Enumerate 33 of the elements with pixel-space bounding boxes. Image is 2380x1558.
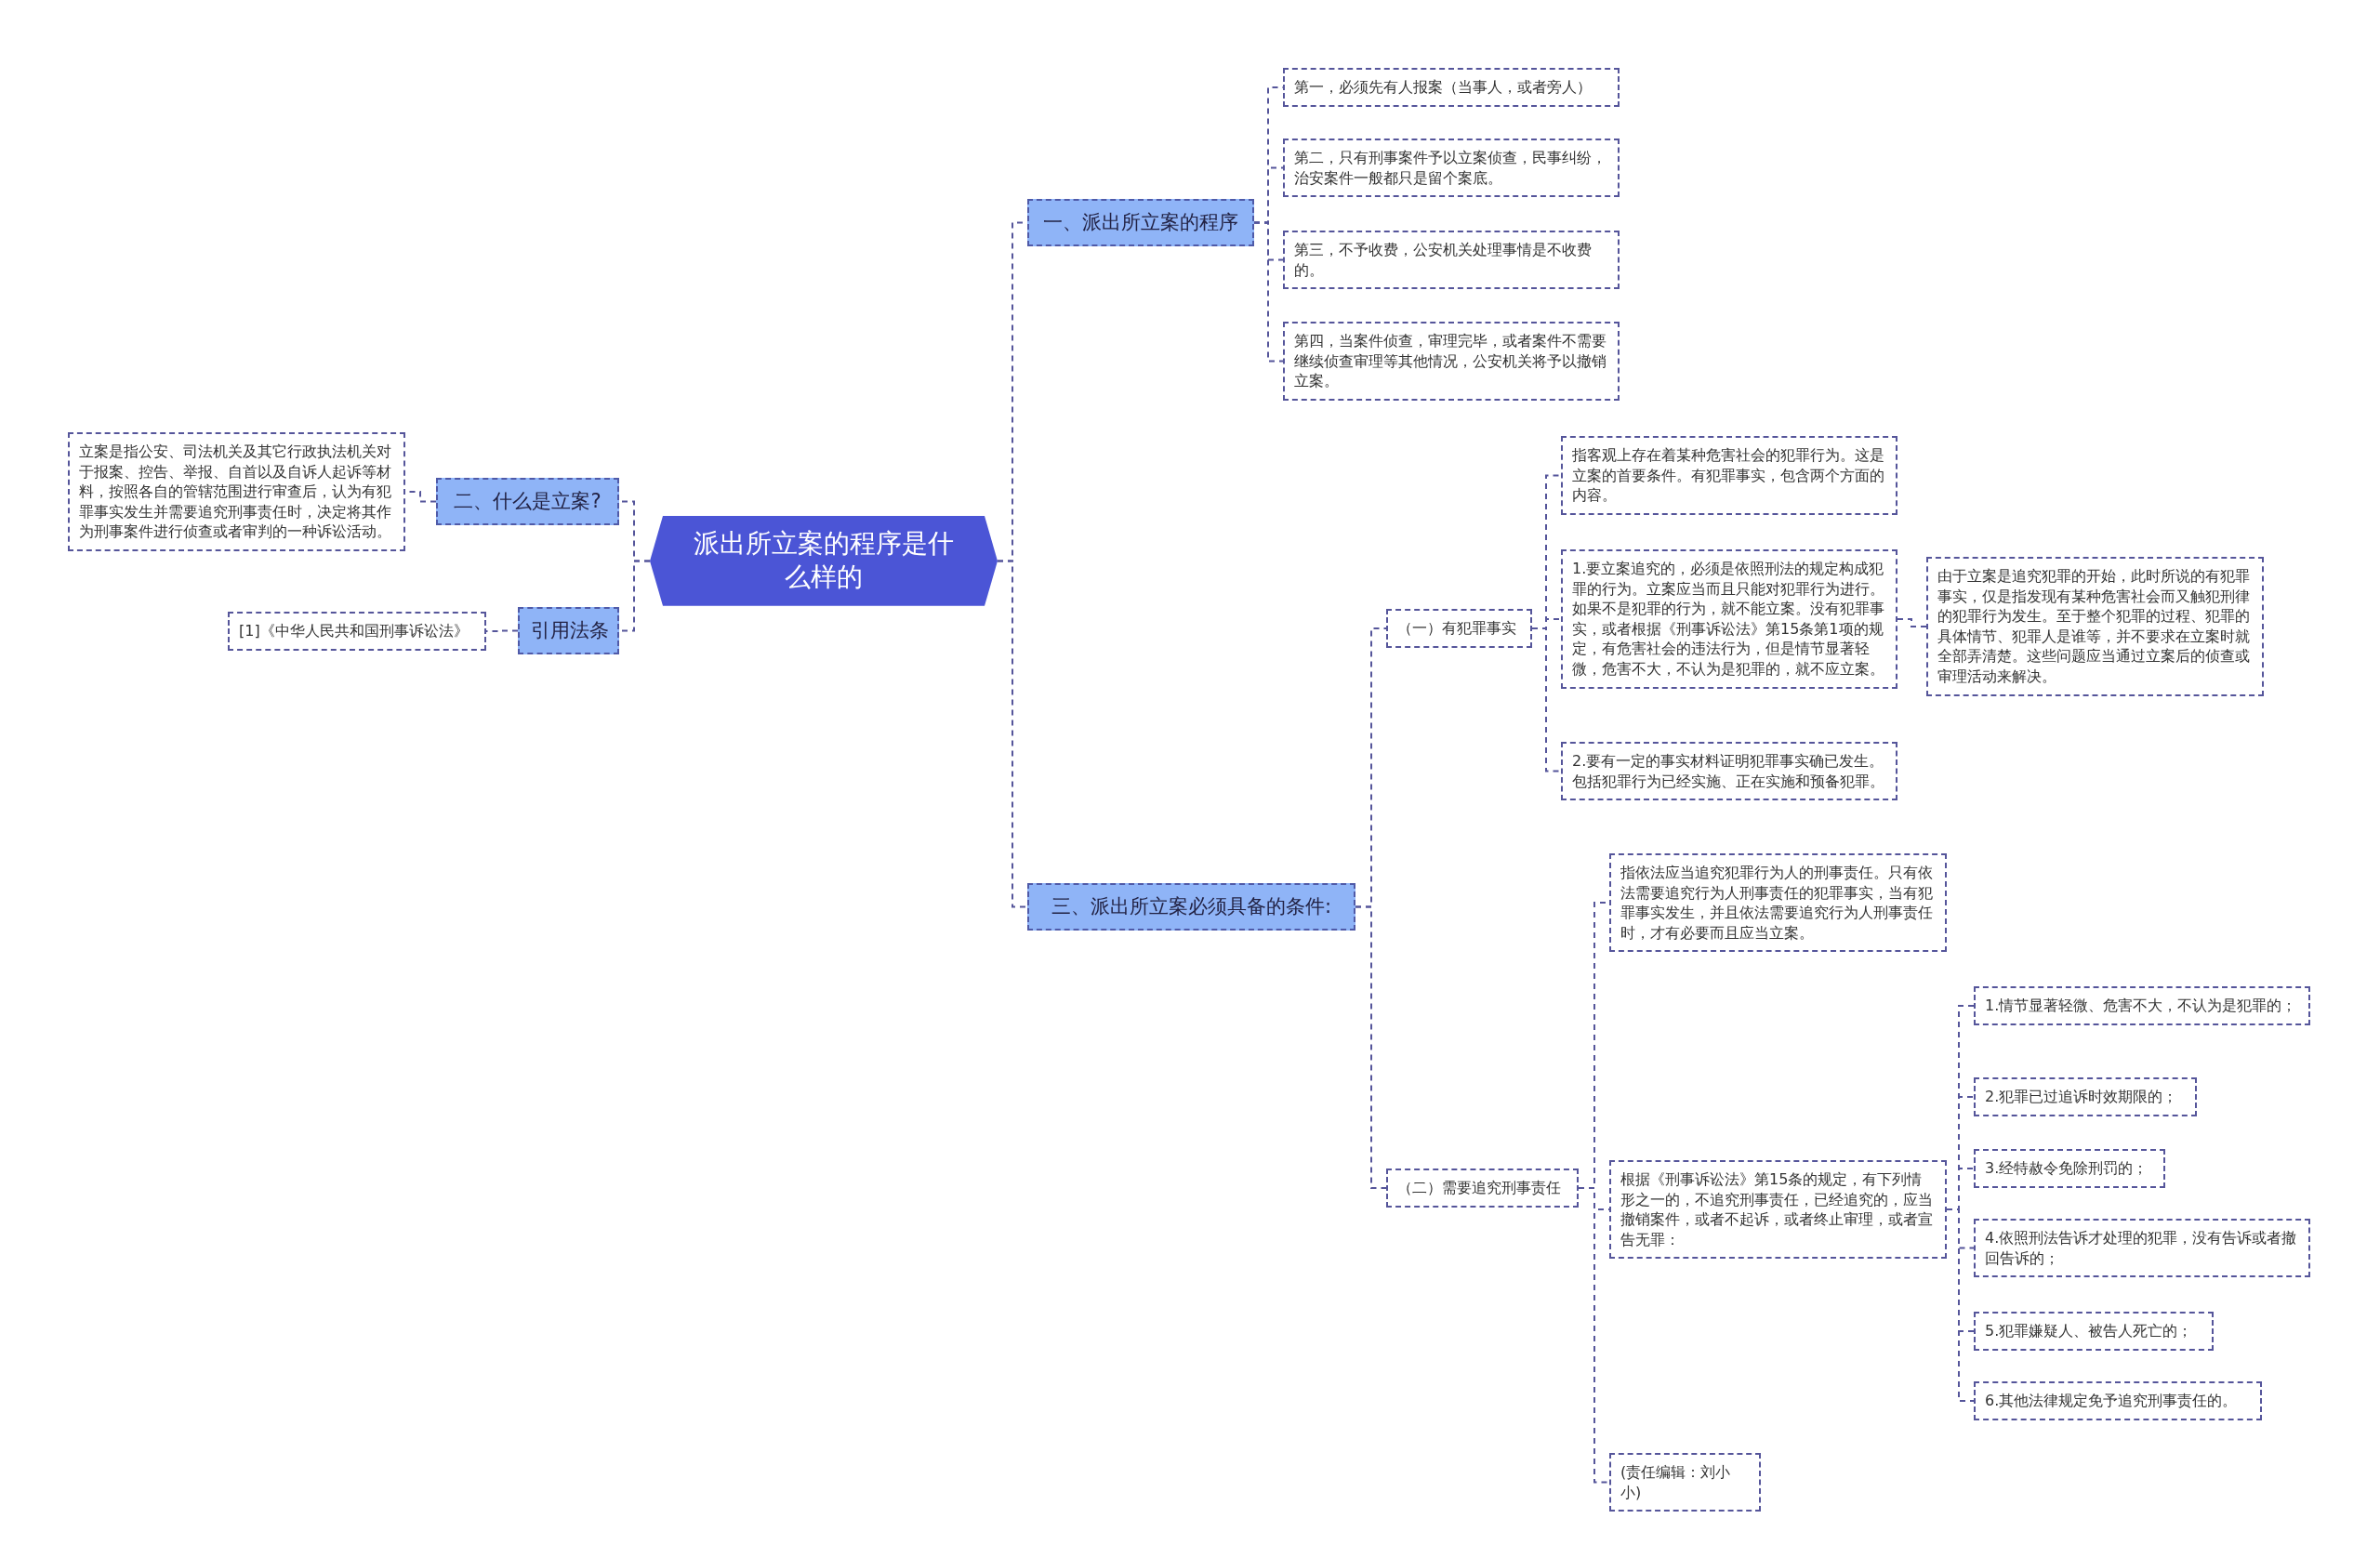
note-box: 第一，必须先有人报案（当事人，或者旁人） bbox=[1283, 68, 1620, 107]
connector-line bbox=[1897, 618, 1927, 627]
note-box: 1.要立案追究的，必须是依照刑法的规定构成犯罪的行为。立案应当而且只能对犯罪行为进行。如果不是犯罪的行为，就不能立案。没有犯罪事实，或者根据《刑事诉讼法》第15条第1项的规定，有危害社会的违法行为，但是情节显著轻微，危害不大，不认为是犯罪的，就不应立案。 bbox=[1561, 549, 1897, 689]
note-box: (责任编辑：刘小小) bbox=[1609, 1453, 1761, 1512]
note-box: 指依法应当追究犯罪行为人的刑事责任。只有依法需要追究行为人刑事责任的犯罪事实，当有犯罪事实发生，并且依法需要追究行为人刑事责任时，才有必要而且应当立案。 bbox=[1609, 853, 1947, 953]
note-box: （一）有犯罪事实 bbox=[1386, 609, 1532, 648]
note-box: 指客观上存在着某种危害社会的犯罪行为。这是立案的首要条件。有犯罪事实，包含两个方面的内容。 bbox=[1561, 436, 1897, 515]
central-topic: 派出所立案的程序是什么样的 bbox=[650, 516, 998, 606]
note-box: 4.依照刑法告诉才处理的犯罪，没有告诉或者撤回告诉的； bbox=[1974, 1219, 2310, 1278]
topic-box: 一、派出所立案的程序 bbox=[1027, 199, 1254, 247]
connector-line bbox=[1355, 905, 1387, 1189]
note-box: 第二，只有刑事案件予以立案侦查，民事纠纷，治安案件一般都只是留个案底。 bbox=[1283, 139, 1620, 198]
connector-line bbox=[1578, 1187, 1610, 1484]
connector-line bbox=[997, 560, 1028, 908]
note-box: [1]《中华人民共和国刑事诉讼法》 bbox=[228, 612, 486, 651]
note-box: 立案是指公安、司法机关及其它行政执法机关对于报案、控告、举报、自首以及自诉人起诉等材料，按照各自的管辖范围进行审查后，认为有犯罪事实发生并需要追究刑事责任时，决定将其作为刑事案件进行侦查或者审判的一种诉讼活动。 bbox=[68, 432, 405, 551]
topic-box: 三、派出所立案必须具备的条件: bbox=[1027, 883, 1355, 931]
note-box: 2.要有一定的事实材料证明犯罪事实确已发生。包括犯罪行为已经实施、正在实施和预备犯罪。 bbox=[1561, 742, 1897, 801]
note-box: 1.情节显著轻微、危害不大，不认为是犯罪的； bbox=[1974, 986, 2310, 1025]
note-box: 2.犯罪已过追诉时效期限的； bbox=[1974, 1077, 2197, 1116]
note-box: 5.犯罪嫌疑人、被告人死亡的； bbox=[1974, 1312, 2214, 1351]
topic-box: 二、什么是立案? bbox=[436, 478, 619, 526]
note-box: 3.经特赦令免除刑罚的； bbox=[1974, 1149, 2165, 1188]
connector-line bbox=[1946, 1208, 1975, 1402]
note-box: （二）需要追究刑事责任 bbox=[1386, 1168, 1579, 1208]
note-box: 第三，不予收费，公安机关处理事情是不收费的。 bbox=[1283, 231, 1620, 290]
topic-box: 引用法条 bbox=[518, 607, 619, 655]
connector-line bbox=[1253, 221, 1284, 363]
connector-line bbox=[1531, 627, 1562, 772]
note-box: 6.其他法律规定免予追究刑事责任的。 bbox=[1974, 1381, 2262, 1420]
note-box: 根据《刑事诉讼法》第15条的规定，有下列情形之一的，不追究刑事责任，已经追究的，应当撤销案件，或者不起诉，或者终止审理，或者宣告无罪： bbox=[1609, 1160, 1947, 1260]
note-box: 第四，当案件侦查，审理完毕，或者案件不需要继续侦查审理等其他情况，公安机关将予以撤销立案。 bbox=[1283, 322, 1620, 401]
note-box: 由于立案是追究犯罪的开始，此时所说的有犯罪事实，仅是指发现有某种危害社会而又触犯刑律的犯罪行为发生。至于整个犯罪的过程、犯罪的具体情节、犯罪人是谁等，并不要求在立案时就全部弄清楚。这些问题应当通过立案后的侦查或审理活动来解决。 bbox=[1926, 557, 2264, 696]
